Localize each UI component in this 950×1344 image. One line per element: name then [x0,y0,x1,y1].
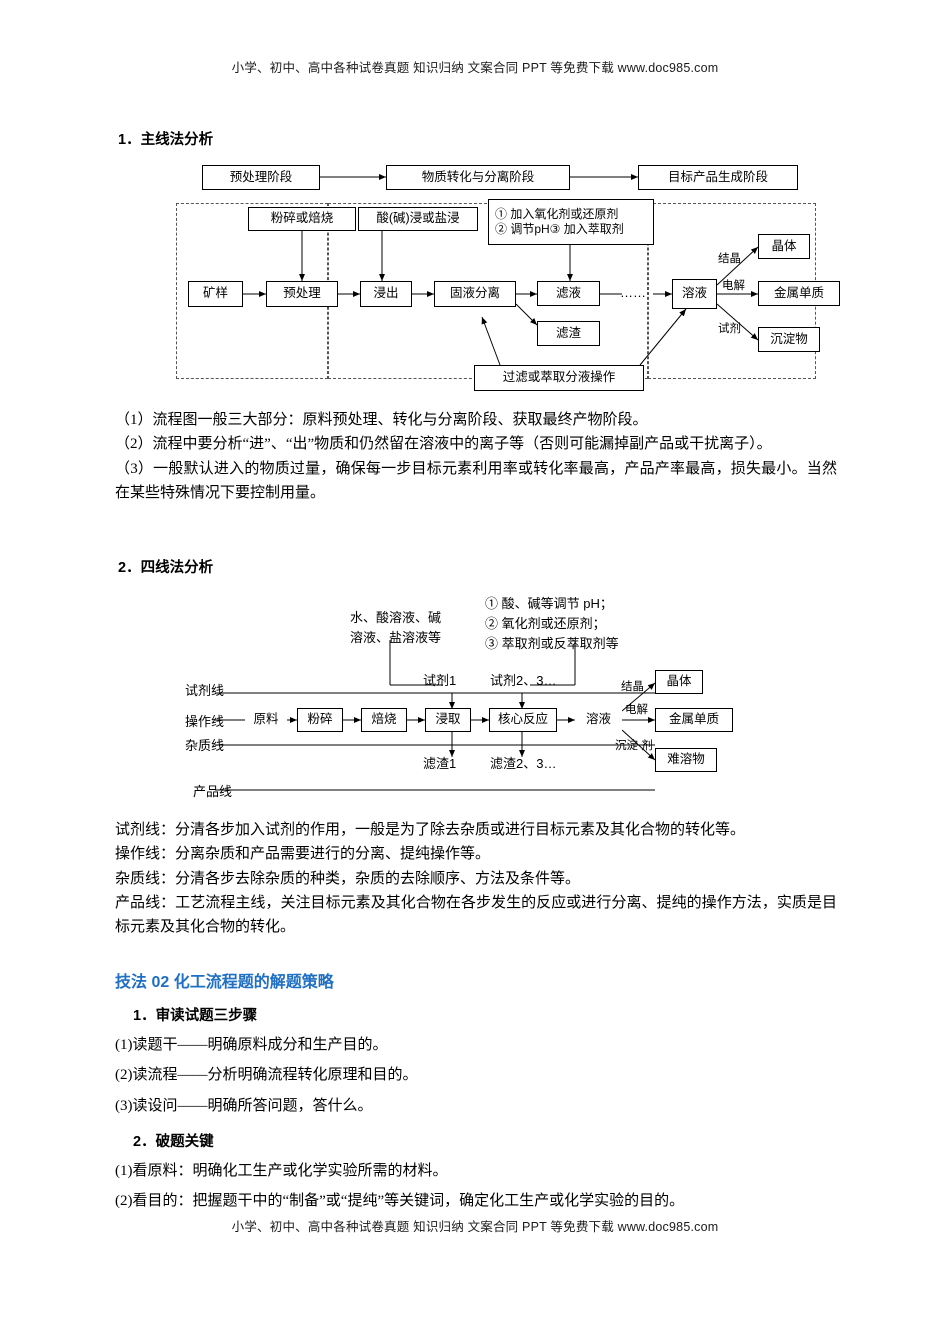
box-crush-roast: 粉碎或焙烧 [248,207,356,231]
reagent-mark-2: 试剂2、3… [490,673,557,688]
section3-sub1-item-1: (1)读题干——明确原料成分和生产目的。 [115,1037,388,1053]
section2-note-1: 试剂线：分清各步加入试剂的作用，一般是为了除去杂质或进行目标元素及其化合物的转化… [115,822,746,838]
footer-note: 小学、初中、高中各种试卷真题 知识归纳 文案合同 PPT 等免费下载 www.d… [231,1220,719,1234]
box-leaching: 浸出 [360,281,412,307]
box-product2-insoluble: 难溶物 [655,748,717,772]
box-product-precipitate: 沉淀物 [758,327,820,352]
reagent-step-1: ① 加入氧化剂或还原剂 [495,207,619,221]
box-core-reaction: 核心反应 [489,708,557,732]
reagent-right-line3: ③ 萃取剂或反萃取剂等 [485,636,619,651]
section2-heading: 2．四线法分析 [118,560,214,576]
section3-sub2-heading: 2．破题关键 [133,1133,214,1150]
label2-electrolysis: 电解 [625,704,648,716]
box-filtrate: 滤液 [537,281,600,306]
section3-sub1-item-3: (3)读设问——明确所答问题，答什么。 [115,1097,373,1114]
box-pretreatment: 预处理 [266,281,338,307]
section1-note-3: （3）一般默认进入的物质过量，确保每一步目标元素利用率或转化率最高，产品产率最高… [115,460,837,501]
section1-note-2: （2）流程中要分析“进”、“出”物质和仍然留在溶液中的离子等（否则可能漏掉副产品… [115,436,772,453]
reagent-left-line2: 溶液、盐溶液等 [350,630,442,645]
stage-box-3: 目标产品生成阶段 [638,165,798,190]
box-roast: 焙烧 [361,708,407,732]
section2-notes: 试剂线：分清各步加入试剂的作用，一般是为了除去杂质或进行目标元素及其化合物的转化… [115,818,837,939]
residue-1: 滤渣1 [423,756,457,771]
stage-box-1: 预处理阶段 [202,165,320,190]
section1-notes: （1）流程图一般三大部分：原料预处理、转化与分离阶段、获取最终产物阶段。 （2）… [115,408,837,505]
label-reagent: 试剂 [718,323,741,335]
dots-label: …… [620,285,646,300]
residue-2: 滤渣2、3… [490,756,557,771]
box-product-crystal: 晶体 [758,234,810,259]
reagent-right-line1: ① 酸、碱等调节 pH； [485,596,613,611]
box-ore-sample: 矿样 [188,281,243,307]
figure2-connectors [215,640,656,791]
section3-sub2-item-2: (2)看目的：把握题干中的“制备”或“提纯”等关键词，确定化工生产或化学实验的目… [115,1193,685,1210]
technique-02-title: 技法 02 化工流程题的解题策略 [115,974,334,991]
section3-sub2-item-1: (1)看原料：明确化工生产或化学实验所需的材料。 [115,1162,448,1179]
figure-four-line-method: 水、酸溶液、碱 溶液、盐溶液等 ① 酸、碱等调节 pH； ② 氧化剂或还原剂； … [185,585,825,815]
section2-heading-wrap: 2．四线法分析 [118,556,213,577]
section2-note-2: 操作线：分离杂质和产品需要进行的分离、提纯操作等。 [115,846,491,863]
box-solution: 溶液 [672,279,717,309]
label-crystallize: 结晶 [718,253,741,265]
reagent-step-2: ② 调节pH③ 加入萃取剂 [495,222,624,236]
box-residue: 滤渣 [537,321,600,346]
section2-note-4: 产品线：工艺流程主线，关注目标元素及其化合物在各步发生的反应或进行分离、提纯的操… [115,894,837,936]
box-product2-metal: 金属单质 [655,708,733,732]
box-reagent-steps: ① 加入氧化剂或还原剂 ② 调节pH③ 加入萃取剂 [488,199,654,245]
box-crush: 粉碎 [297,708,343,732]
box-product2-crystal: 晶体 [655,670,703,694]
box-product-metal: 金属单质 [758,281,840,306]
box-solution-2: 溶液 [575,708,622,732]
section1-note-1: （1）流程图一般三大部分：原料预处理、转化与分离阶段、获取最终产物阶段。 [115,412,648,428]
section1-heading: 1．主线法分析 [118,132,214,148]
reagent-mark-1: 试剂1 [423,673,457,688]
section3: 技法 02 化工流程题的解题策略 1．审读试题三步骤 (1)读题干——明确原料成… [115,968,837,1213]
section3-sub1-heading: 1．审读试题三步骤 [133,1008,258,1024]
section2-note-3: 杂质线：分清各步去除杂质的种类，杂质的去除顺序、方法及条件等。 [115,870,581,887]
line-label-impurity: 杂质线 [185,738,225,753]
label2-crystallize: 结晶 [621,681,644,693]
label-electrolysis: 电解 [722,280,745,292]
line-label-reagent: 试剂线 [185,683,225,698]
box-raw-material: 原料 [245,708,287,732]
line-label-product: 产品线 [193,784,233,799]
box-acid-leach: 酸(碱)浸或盐浸 [358,207,478,231]
label2-precipitant: 沉淀 剂 [615,740,653,752]
line-label-operation: 操作线 [185,714,225,729]
figure-main-line-method: 预处理阶段 物质转化与分离阶段 目标产品生成阶段 粉碎或焙烧 酸(碱)浸或盐浸 … [170,157,840,402]
section3-sub1-item-2: (2)读流程——分析明确流程转化原理和目的。 [115,1067,418,1084]
box-solid-liquid-sep: 固液分离 [434,281,516,307]
header-note: 小学、初中、高中各种试卷真题 知识归纳 文案合同 PPT 等免费下载 www.d… [231,61,719,75]
reagent-left-line1: 水、酸溶液、碱 [350,610,442,625]
box-filter-extract-op: 过滤或萃取分液操作 [474,365,644,391]
box-extraction: 浸取 [425,708,471,732]
reagent-right-line2: ② 氧化剂或还原剂； [485,616,606,631]
stage-box-2: 物质转化与分离阶段 [386,165,570,190]
section1-heading-wrap: 1．主线法分析 [118,128,213,149]
